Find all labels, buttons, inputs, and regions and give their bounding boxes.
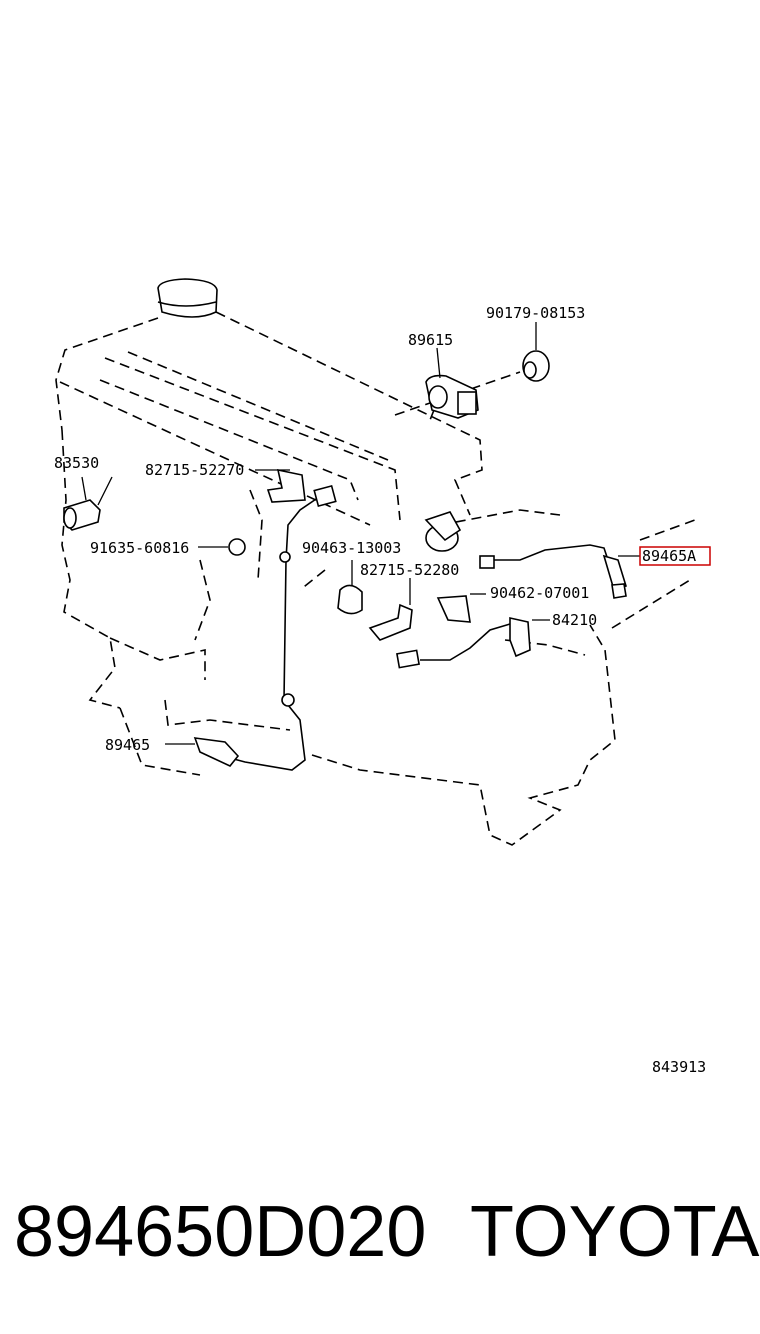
sensor-84210 <box>396 617 550 669</box>
oxygen-sensor-89465A <box>479 544 640 599</box>
label-90179-08153: 90179-08153 <box>486 304 585 322</box>
oil-pressure-switch-83530 <box>63 476 113 531</box>
bracket-82715-52270 <box>255 468 306 503</box>
part-number: 894650D020 <box>14 1192 426 1272</box>
label-83530: 83530 <box>54 454 99 472</box>
bolt-91635 <box>198 538 246 556</box>
reference-number: 843913 <box>652 1058 706 1076</box>
knock-sensor-89615 <box>425 347 479 419</box>
label-89615: 89615 <box>408 331 453 349</box>
part-labels: 90179-08153 89615 83530 82715-52270 9163… <box>54 304 711 1076</box>
sensor-boss <box>424 511 462 552</box>
label-84210: 84210 <box>552 611 597 629</box>
grommet-90179 <box>522 322 550 382</box>
clamp-90463 <box>337 560 363 615</box>
brand-name: TOYOTA <box>470 1192 759 1272</box>
clamp-90462 <box>436 593 486 623</box>
bracket-82715-52280 <box>368 578 413 641</box>
label-82715-52270: 82715-52270 <box>145 461 244 479</box>
label-91635-60816: 91635-60816 <box>90 539 189 557</box>
label-90463-13003: 90463-13003 <box>302 539 401 557</box>
oxygen-sensor-89465 <box>165 484 337 771</box>
label-90462-07001: 90462-07001 <box>490 584 589 602</box>
label-89465: 89465 <box>105 736 150 754</box>
label-82715-52280: 82715-52280 <box>360 561 459 579</box>
label-89465A-highlighted: 89465A <box>642 547 696 565</box>
highlight-box <box>639 546 711 566</box>
